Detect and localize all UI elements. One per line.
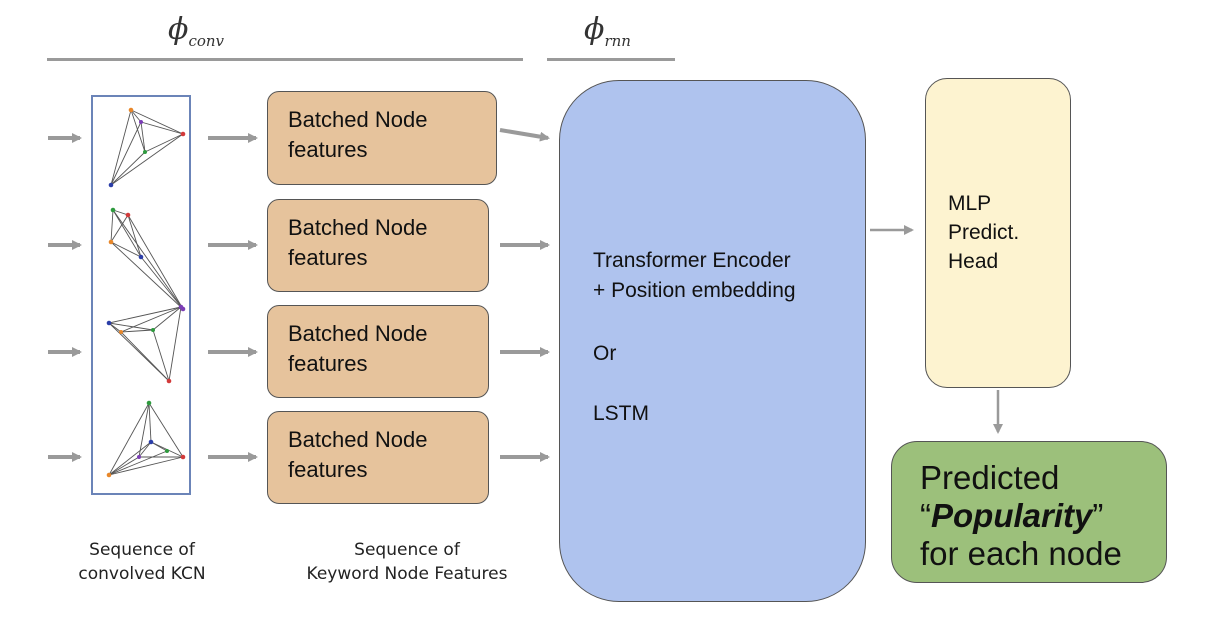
phi-conv-bracket: [47, 58, 523, 61]
kcn-graph-4: [106, 400, 186, 478]
encoder-line1: Transformer Encoder: [593, 249, 791, 272]
feature-box-line1: Batched Node: [288, 427, 428, 452]
phi-rnn-label: ϕrnn: [584, 12, 631, 50]
phi-rnn-bracket: [547, 58, 675, 61]
feature-box-line2: features: [288, 457, 368, 482]
features-to-encoder-arrow-1: [499, 128, 550, 142]
prediction-box: Predicted “Popularity” for each node: [891, 441, 1167, 583]
kcn-graph-2: [108, 207, 186, 312]
features-caption: Sequence of Keyword Node Features: [306, 540, 508, 584]
feature-box-line2: features: [288, 351, 368, 376]
mlp-line1: MLP: [948, 192, 992, 215]
batched-node-features-box-2: Batched Node features: [267, 199, 489, 292]
prediction-line2: “Popularity”: [920, 497, 1104, 534]
prediction-line1: Predicted: [920, 459, 1060, 496]
kcn-graph-1: [108, 107, 186, 188]
feature-box-line2: features: [288, 137, 368, 162]
encoder-box: Transformer Encoder + Position embedding…: [559, 80, 866, 602]
kcn-graphs: [106, 107, 186, 478]
feature-box-line1: Batched Node: [288, 215, 428, 240]
batched-node-features-box-4: Batched Node features: [267, 411, 489, 504]
encoder-or: Or: [593, 342, 617, 365]
feature-box-line2: features: [288, 245, 368, 270]
kcn-graph-3: [106, 304, 184, 384]
batched-node-features-box-3: Batched Node features: [267, 305, 489, 398]
mlp-line2: Predict.: [948, 221, 1020, 244]
prediction-line3: for each node: [920, 535, 1122, 572]
feature-box-line1: Batched Node: [288, 321, 428, 346]
phi-conv-label: ϕconv: [168, 12, 225, 50]
kcn-caption: Sequence of convolved KCN: [78, 540, 206, 584]
encoder-lstm: LSTM: [593, 402, 650, 425]
mlp-line3: Head: [948, 250, 999, 273]
batched-node-features-box-1: Batched Node features: [267, 91, 497, 185]
kcn-sequence-box: [91, 95, 191, 495]
feature-box-line1: Batched Node: [288, 107, 428, 132]
encoder-line2: + Position embedding: [593, 279, 796, 302]
mlp-predict-head-box: MLP Predict. Head: [925, 78, 1071, 388]
prediction-emphasis: Popularity: [931, 497, 1093, 534]
